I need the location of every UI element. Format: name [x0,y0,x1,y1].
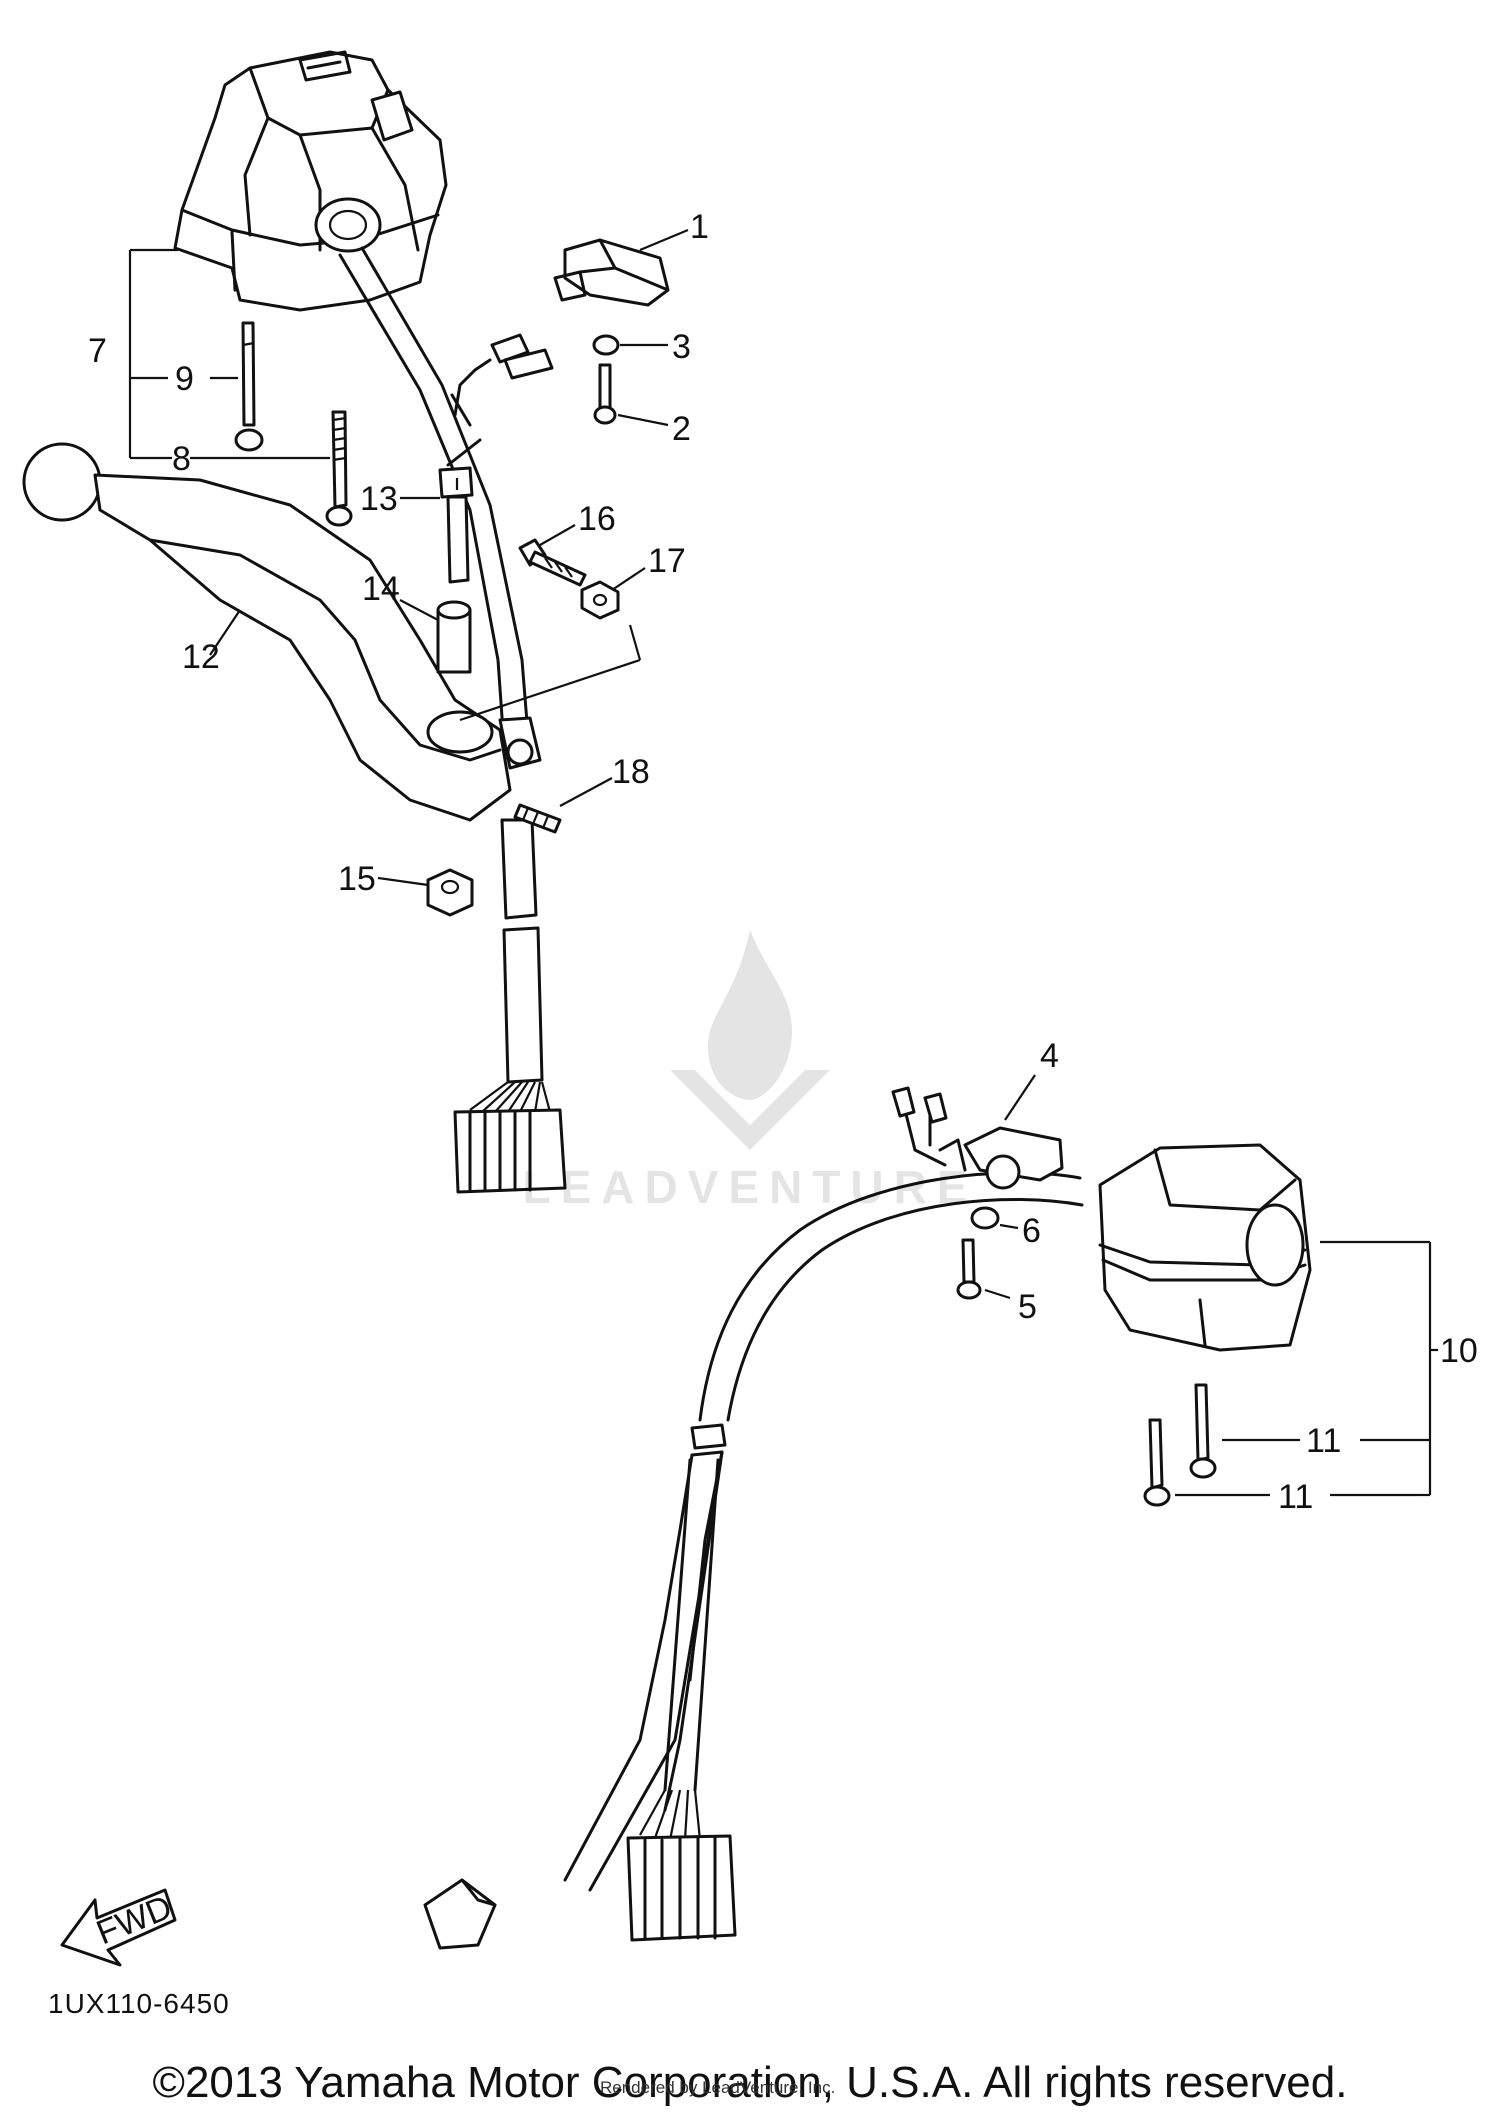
switch-screw-b [1143,1418,1171,1507]
leader-lines [209,228,689,887]
washer [592,334,620,356]
screw-medium [325,410,353,527]
diagram-code: 1UX110-6450 [48,1988,230,2019]
callout-12: 12 [182,638,220,676]
callout-2: 2 [672,410,691,448]
callout-3: 3 [672,328,691,366]
adjuster-bolt [518,538,587,587]
forward-direction-arrow [60,1888,177,1967]
watermark-text: LEADVENTURE [522,1161,978,1213]
screw-long [234,321,264,452]
watermark: LEADVENTURE [470,920,1030,1240]
callout-17: 17 [648,542,686,580]
callout-6: 6 [1022,1212,1041,1250]
pivot-collar [436,600,472,674]
callout-14: 14 [362,570,400,608]
right-switch-harness [423,1171,1084,1950]
callout-9: 9 [175,360,194,398]
lever-nut [426,868,474,917]
callout-bracket-7 [128,248,330,460]
callout-5: 5 [1018,1288,1037,1326]
set-screw [513,803,562,834]
callout-7: 7 [88,332,107,370]
callout-8: 8 [172,440,191,478]
rendered-by-notice: Rendered by LeadVenture, Inc. [600,2078,836,2097]
clutch-lever [22,442,542,822]
callout-11-lower: 11 [1278,1478,1313,1516]
clutch-switch [553,238,670,307]
copyright-notice: ©2013 Yamaha Motor Corporation, U.S.A. A… [152,2058,1348,2107]
callout-10: 10 [1440,1332,1478,1370]
brake-switch [891,1086,1064,1190]
washer [970,1206,1000,1230]
fwd-label: FWD [91,1888,177,1952]
callout-11-upper: 11 [1306,1422,1341,1460]
callout-4: 4 [1040,1037,1059,1075]
locknut [580,580,620,620]
right-handlebar-switch [1098,1143,1312,1352]
callout-13: 13 [360,480,398,518]
callout-bracket-10 [984,1074,1438,1497]
callout-15: 15 [338,860,376,898]
flame-logo-icon [670,930,830,1150]
screw [956,1238,982,1300]
callout-18: 18 [612,753,650,791]
screw [593,363,617,425]
callout-1: 1 [690,208,709,246]
left-handlebar-switch [173,50,448,312]
pivot-bolt [438,466,474,584]
switch-screw-a [1189,1383,1217,1479]
callout-16: 16 [578,500,616,538]
left-switch-harness [338,246,567,1194]
